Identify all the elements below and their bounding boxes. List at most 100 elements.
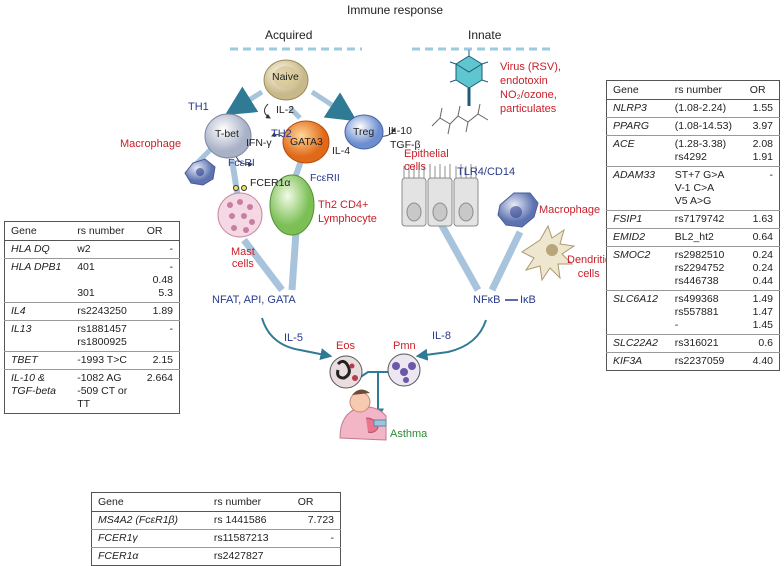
eos-label: Eos bbox=[336, 340, 355, 352]
rs-value: rs11587213 bbox=[213, 532, 269, 544]
or-value: 0.6 bbox=[758, 337, 773, 349]
or-value: 1.91 bbox=[752, 151, 773, 163]
or-value: - bbox=[169, 323, 174, 335]
or-value: 1.49 bbox=[752, 293, 773, 305]
rs-value: V5 A>G bbox=[674, 195, 712, 207]
or-value: - bbox=[169, 261, 174, 273]
fceii-label: FcεRII bbox=[310, 172, 340, 184]
epithelial-cells-icon bbox=[401, 164, 479, 227]
rs-value: w2 bbox=[77, 243, 91, 255]
gene-cell: IL-10 & TGF-beta bbox=[4, 369, 72, 414]
tbet-cell bbox=[204, 113, 252, 159]
th2-label: TH2 bbox=[271, 128, 292, 140]
rs-value: rs2294752 bbox=[674, 262, 725, 274]
table-row: PPARG(1.08-14.53)3.97 bbox=[606, 117, 780, 136]
dendritic-cells-label: Dendritic cells bbox=[567, 254, 611, 280]
nfkb-label: NFκB bbox=[473, 294, 501, 306]
gata3-cell bbox=[282, 120, 330, 164]
gene-cell: FSIP1 bbox=[606, 210, 669, 229]
virus-icon bbox=[449, 50, 489, 106]
acquired-heading: Acquired bbox=[265, 28, 313, 42]
gene-cell: SLC22A2 bbox=[606, 334, 669, 353]
rs-cell: rs7179742 bbox=[668, 210, 744, 229]
table-header-row: Gene rs number OR bbox=[4, 221, 180, 241]
col-rs: rs number bbox=[71, 221, 141, 241]
rs-cell: rs316021 bbox=[668, 334, 744, 353]
or-value: - bbox=[330, 532, 335, 544]
table-row: TBET -1993 T>C 2.15 bbox=[4, 351, 180, 370]
rs-value: rs316021 bbox=[674, 337, 719, 349]
rs-value: -1993 T>C bbox=[77, 354, 127, 366]
rs-value: rs446738 bbox=[674, 275, 719, 287]
or-value: 2.664 bbox=[146, 372, 173, 384]
naive-label: Naive bbox=[272, 71, 299, 83]
gata3-label: GATA3 bbox=[290, 136, 323, 148]
fce-receptor-icon bbox=[233, 185, 247, 191]
or-cell: 2.15 bbox=[140, 351, 180, 370]
or-cell: 4.40 bbox=[743, 352, 780, 371]
th1-label: TH1 bbox=[188, 101, 209, 113]
virus-label: Virus (RSV), endotoxin NO₂/ozone, partic… bbox=[500, 61, 561, 115]
rs-value: rs1881457 bbox=[77, 323, 127, 335]
gene-cell: HLA DPB1 bbox=[4, 258, 72, 303]
gene-cell: MS4A2 (FcεR1β) bbox=[91, 511, 208, 530]
gene-cell: TBET bbox=[4, 351, 72, 370]
fceri-label: FcεRI bbox=[228, 157, 255, 169]
rs-value: (1.08-2.24) bbox=[674, 102, 727, 114]
macrophage-right-label: Macrophage bbox=[539, 204, 601, 216]
mast-cells-label: Mast cells bbox=[231, 246, 255, 270]
rs-value: V-1 C>A bbox=[674, 182, 715, 194]
immune-response-title: Immune response bbox=[347, 3, 444, 17]
rs-value: rs2243250 bbox=[77, 305, 127, 317]
or-value: 1.55 bbox=[752, 102, 773, 114]
rs-cell: BL2_ht2 bbox=[668, 228, 744, 247]
rs-value: ​ bbox=[77, 274, 134, 287]
or-value: 0.48 bbox=[152, 274, 173, 286]
tlr4-label: TLR4/CD14 bbox=[457, 166, 516, 178]
naive-to-treg-arrow bbox=[310, 89, 358, 122]
th2-lymphocyte-label: Th2 CD4+ Lymphocyte bbox=[318, 199, 377, 225]
il4-label: IL-4 bbox=[332, 145, 351, 157]
tgfb-label: TGF-β bbox=[390, 139, 421, 151]
rs-value: -509 CT or TT bbox=[77, 385, 128, 410]
gene-cell: KIF3A bbox=[606, 352, 669, 371]
naive-to-th1-arrow bbox=[224, 86, 264, 116]
gene-cell: NLRP3 bbox=[606, 99, 669, 118]
rs-value: rs2427827 bbox=[213, 550, 264, 562]
gene-cell: SMOC2 bbox=[606, 246, 669, 291]
nfat-label: NFAT, API, GATA bbox=[212, 294, 296, 306]
col-or: OR bbox=[743, 80, 780, 100]
rs-cell: -1993 T>C bbox=[71, 351, 141, 370]
asthma-label: Asthma bbox=[390, 428, 428, 440]
rs-cell: (1.08-2.24) bbox=[668, 99, 744, 118]
rs-value: rs557881 bbox=[674, 306, 719, 318]
rs-cell: w2 bbox=[71, 240, 141, 259]
lymph-to-nfat-arrow bbox=[288, 231, 300, 291]
col-gene: Gene bbox=[4, 221, 72, 241]
treg-label: Treg bbox=[353, 126, 375, 138]
innate-heading: Innate bbox=[468, 28, 502, 42]
rs-cell: rs2427827 bbox=[207, 547, 292, 566]
or-value: - bbox=[169, 243, 174, 255]
table-row: NLRP3 (1.08-2.24) 1.55 bbox=[606, 99, 780, 118]
table-header-row: Gene rs number OR bbox=[91, 492, 341, 512]
or-value: 1.47 bbox=[752, 306, 773, 318]
table-header-row: Gene rs number OR bbox=[606, 80, 780, 100]
or-cell: - bbox=[140, 240, 180, 259]
rs-cell: rs11587213 bbox=[207, 529, 292, 548]
rs-value: (1.08-14.53) bbox=[674, 120, 732, 132]
gene-cell: ADAM33 bbox=[606, 166, 669, 211]
endotoxin-molecule-icon bbox=[431, 103, 489, 135]
